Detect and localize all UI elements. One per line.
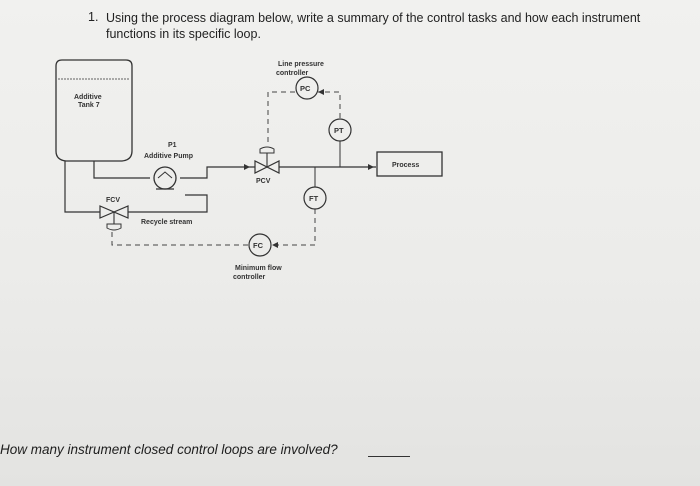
fc-bubble: FC Minimum flow controller [233,233,282,281]
signal-arrows [272,89,324,248]
process-piping [64,161,376,213]
pc-label-line1: Line pressure [278,61,324,68]
pc-tag: PC [300,84,311,93]
fc-label-line1: Minimum flow [235,265,282,272]
tank-label-line1: Additive [74,94,102,101]
signal-lines [111,91,341,246]
pt-bubble: PT [328,118,352,167]
fc-label-line2: controller [233,274,266,281]
pc-bubble: PC Line pressure controller [276,61,324,100]
process-label: Process [392,162,419,169]
question-number: 1. [88,10,99,24]
tank-label-line2: Tank 7 [78,102,100,109]
pump-tag: P1 [168,142,177,149]
flow-arrows [244,164,374,170]
fc-tag: FC [253,241,264,250]
pt-tag: PT [334,126,344,135]
ft-bubble: FT [303,167,327,210]
pc-label-line2: controller [276,70,309,77]
question-text: Using the process diagram below, write a… [106,11,641,41]
additive-tank: Additive Tank 7 [55,59,133,162]
ft-tag: FT [309,194,319,203]
pcv-valve: PCV [254,146,280,185]
recycle-label: Recycle stream [141,219,192,226]
answer-blank[interactable] [368,456,410,457]
process-box: Process [376,151,443,177]
fcv-valve: FCV Recycle stream [99,197,192,231]
additive-pump: P1 Additive Pump [144,142,193,190]
fcv-label: FCV [106,197,120,204]
pump-label: Additive Pump [144,153,193,160]
bottom-question: How many instrument closed control loops… [0,442,338,457]
pcv-label: PCV [256,178,271,185]
